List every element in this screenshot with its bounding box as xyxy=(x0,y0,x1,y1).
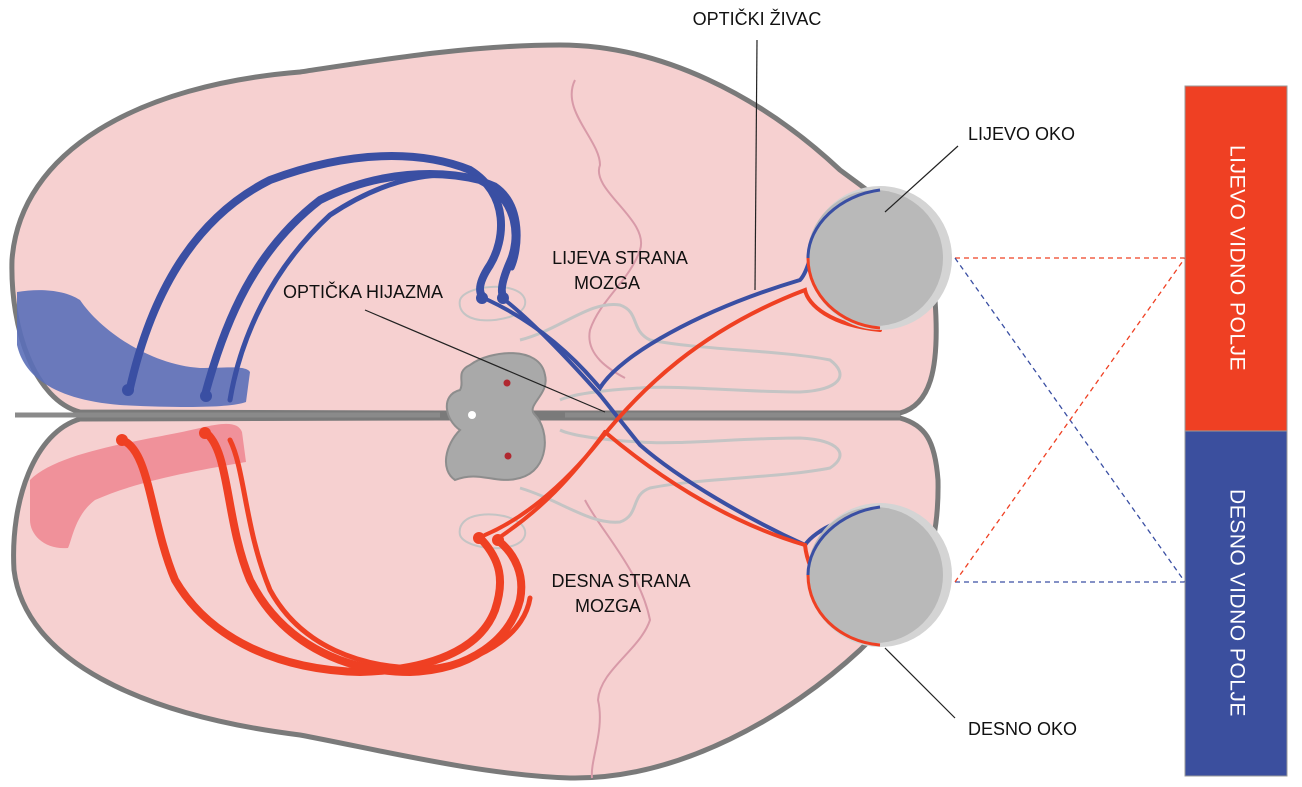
midbrain xyxy=(444,352,547,482)
left-brain-label-line2: MOZGA xyxy=(574,273,640,293)
neuron-red-2 xyxy=(199,427,211,439)
midbrain-dot-red-lower xyxy=(504,452,512,460)
neuron-red-3 xyxy=(473,532,485,544)
neuron-blue-3 xyxy=(476,292,488,304)
midbrain-dot-white xyxy=(468,411,476,419)
temporal-outline-lower xyxy=(519,428,842,524)
neuron-blue-2 xyxy=(200,390,212,402)
temporal-outline-upper xyxy=(519,302,842,402)
right-eye-label: DESNO OKO xyxy=(968,719,1077,739)
sulcus-line-lower xyxy=(584,499,652,779)
right-brain-label-line1: DESNA STRANA xyxy=(551,571,690,591)
right-brain-label-line2: MOZGA xyxy=(575,596,641,616)
midbrain-dot-red-upper xyxy=(503,379,511,387)
chiasm-label: OPTIČKA HIJAZMA xyxy=(283,281,443,302)
sulcus-line-upper xyxy=(570,79,643,379)
right-optic-radiation xyxy=(118,428,533,677)
leader-lines xyxy=(364,39,959,719)
right-visual-field-label: DESNO VIDNO POLJE xyxy=(1225,489,1248,717)
right-eye xyxy=(806,503,952,647)
left-eye xyxy=(806,186,952,330)
visual-field-lines xyxy=(954,257,1186,583)
neuron-blue-1 xyxy=(122,384,134,396)
left-visual-field-label: LIJEVO VIDNO POLJE xyxy=(1225,145,1248,371)
neuron-red-1 xyxy=(116,434,128,446)
visual-cortex-right xyxy=(30,423,246,549)
left-optic-radiation xyxy=(126,152,521,403)
optic-nerve-label: OPTIČKI ŽIVAC xyxy=(693,8,822,29)
visual-cortex-left xyxy=(17,290,250,407)
left-eye-label: LIJEVO OKO xyxy=(968,124,1075,144)
right-visual-field-box xyxy=(1184,430,1288,777)
left-brain-label-line1: LIJEVA STRANA xyxy=(552,248,688,268)
